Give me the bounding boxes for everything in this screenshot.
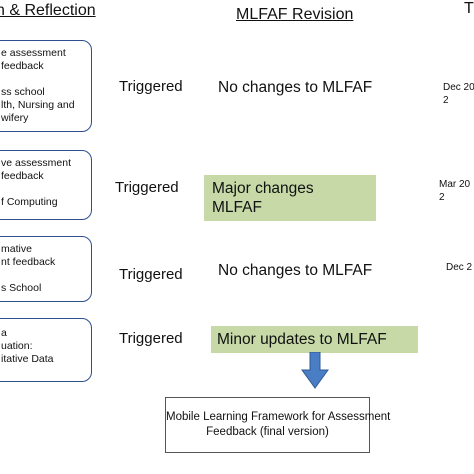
stage-box-4-text: a uation: itative Data [1,327,54,365]
down-arrow-icon [301,352,329,389]
stage-box-2-text: ve assessment feedback f Computing [1,157,72,208]
stage-box-3: mative nt feedback s School [0,236,92,302]
triggered-label-4: Triggered [119,330,183,347]
header-reflection: n & Reflection [0,2,96,19]
revision-result-4: Minor updates to MLFAF [217,331,387,348]
header-timeline: T [464,0,474,17]
triggered-label-2: Triggered [115,179,179,196]
date-label-2: Mar 20 2 [439,179,471,203]
revision-result-2: Major changes MLFAF [212,180,314,216]
revision-highlight-4: Minor updates to MLFAF [211,326,418,353]
triggered-label-1: Triggered [119,78,183,95]
revision-result-3: No changes to MLFAF [218,262,373,279]
revision-highlight-2: Major changes MLFAF [204,175,376,221]
stage-box-2: ve assessment feedback f Computing [0,150,92,220]
stage-box-4: a uation: itative Data [0,318,92,382]
date-label-3: Dec 2 [446,262,473,273]
triggered-label-3: Triggered [119,266,183,283]
revision-result-1: No changes to MLFAF [218,79,373,96]
final-framework-box: Mobile Learning Framework for Assessment… [165,397,391,453]
stage-box-1: e assessment feedback ss school lth, Nur… [0,40,92,132]
header-mlfaf-revision: MLFAF Revision [236,6,354,23]
stage-box-1-text: e assessment feedback ss school lth, Nur… [1,47,75,124]
final-framework-text: Mobile Learning Framework for Assessment… [166,411,391,438]
date-label-1: Dec 20 2 [443,82,474,106]
stage-box-3-text: mative nt feedback s School [1,243,56,294]
